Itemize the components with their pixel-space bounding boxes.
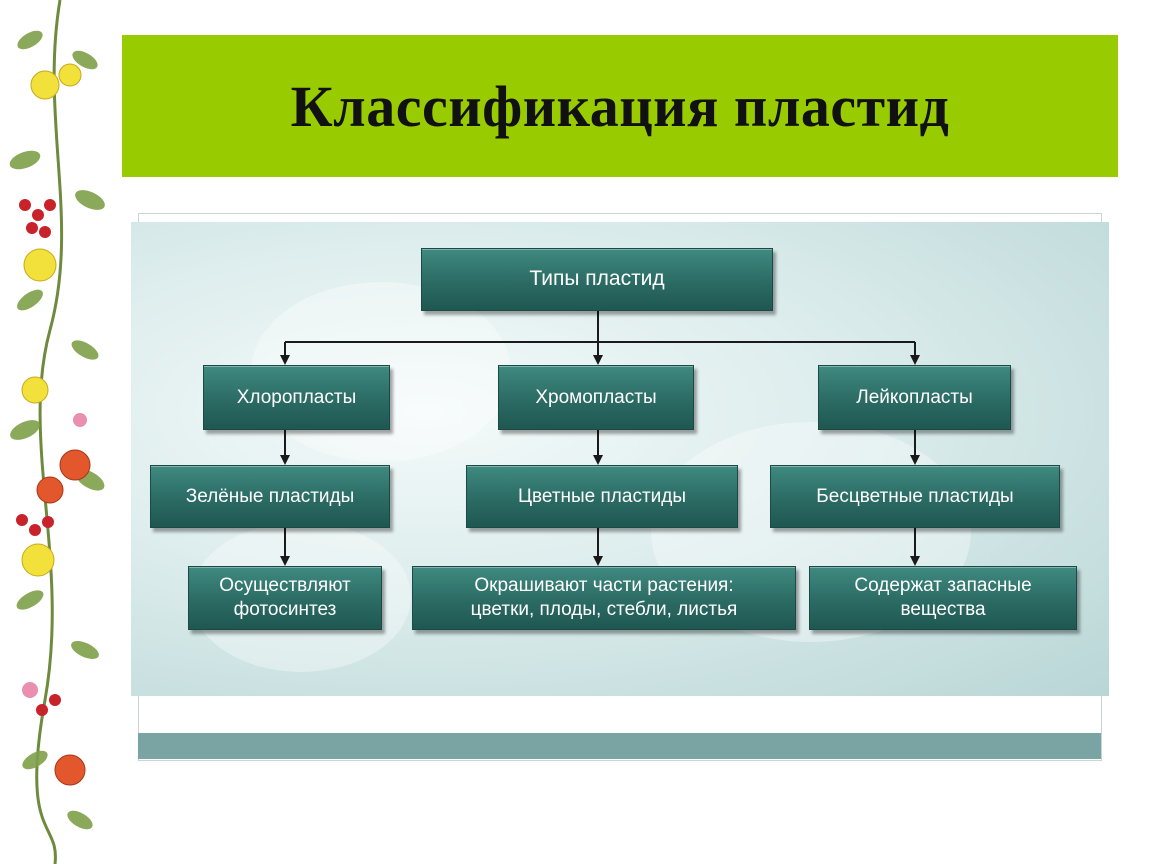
node-root: Типы пластид <box>421 248 773 311</box>
node-type-leucoplasts: Лейкопласты <box>818 365 1011 430</box>
node-type-label: Лейкопласты <box>856 386 973 408</box>
node-group-colored: Цветные пластиды <box>466 465 738 528</box>
node-function-line: фотосинтез <box>233 599 337 620</box>
node-root-label: Типы пластид <box>529 267 665 291</box>
node-group-colorless: Бесцветные пластиды <box>770 465 1060 528</box>
node-group-green: Зелёные пластиды <box>150 465 390 528</box>
node-type-chromoplasts: Хромопласты <box>498 365 694 430</box>
node-group-label: Бесцветные пластиды <box>816 485 1014 507</box>
node-group-label: Зелёные пластиды <box>185 485 355 507</box>
slide-title: Классификация пластид <box>290 73 950 139</box>
node-type-chloroplasts: Хлоропласты <box>203 365 390 430</box>
node-function-chloroplasts: Осуществляют фотосинтез <box>188 566 382 630</box>
node-function-line: цветки, плоды, стебли, листья <box>470 599 738 620</box>
diagram-frame-bottom-bar <box>138 733 1101 759</box>
node-type-label: Хлоропласты <box>236 386 357 408</box>
title-band: Классификация пластид <box>122 35 1118 177</box>
node-function-leucoplasts: Содержат запасные вещества <box>809 566 1077 630</box>
node-function-line: Содержат запасные <box>854 575 1032 597</box>
node-function-line: Окрашивают части растения: <box>474 575 734 597</box>
node-group-label: Цветные пластиды <box>517 485 687 507</box>
node-function-chromoplasts: Окрашивают части растения: цветки, плоды… <box>412 566 796 630</box>
node-function-line: Осуществляют <box>219 575 351 597</box>
floral-border <box>9 0 105 864</box>
node-type-label: Хромопласты <box>535 386 657 408</box>
node-function-line: вещества <box>900 599 986 620</box>
